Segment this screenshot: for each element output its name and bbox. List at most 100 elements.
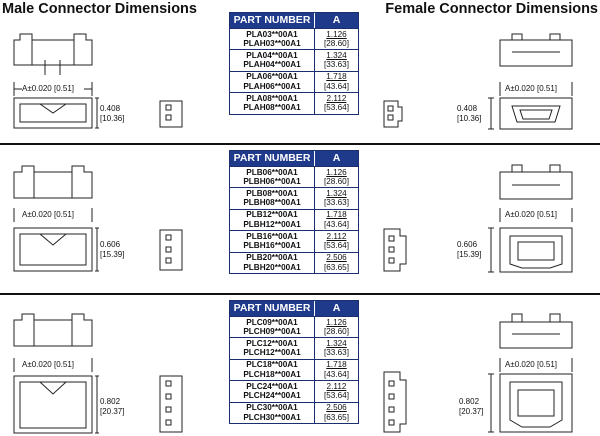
height-in-label-1: 0.408: [100, 104, 121, 113]
a-value-inches: 2.506: [326, 253, 347, 263]
a-value-inches: 2.112: [326, 231, 347, 241]
a-dim-label-2: A±0.020 [0.51]: [22, 210, 74, 219]
part-number: PLCH30**00A1: [243, 412, 301, 422]
female-a-dim-label-1: A±0.020 [0.51]: [505, 84, 557, 93]
female-title: Female Connector Dimensions: [385, 1, 598, 17]
a-value-inches: 1.126: [326, 167, 347, 177]
male-front-view-1: [14, 98, 99, 128]
a-dim-label-3: A±0.020 [0.51]: [22, 360, 74, 369]
a-value-inches: 1.126: [326, 29, 347, 39]
female-a-dim-label-3: A±0.020 [0.51]: [505, 360, 557, 369]
male-top-view-1: [14, 34, 92, 75]
part-number: PLC09**00A1: [246, 317, 298, 327]
part-number: PLAH04**00A1: [243, 60, 301, 70]
a-value-cell: 1.718[43.64]: [315, 210, 358, 230]
part-number: PLCH09**00A1: [243, 327, 301, 336]
a-value-mm: [43.64]: [323, 81, 350, 91]
height-mm-label-3: [20.37]: [100, 407, 125, 416]
a-value-inches: 1.718: [326, 72, 347, 82]
table-header: PART NUMBER A: [230, 13, 358, 28]
a-value-inches: 1.324: [326, 50, 347, 60]
a-value-mm: [63.65]: [323, 412, 350, 422]
a-value-inches: 2.112: [326, 381, 347, 391]
table-header: PART NUMBER A: [230, 301, 358, 316]
part-number: PLB06**00A1: [246, 167, 298, 177]
part-number: PLA08**00A1: [246, 93, 298, 103]
part-number: PLB12**00A1: [246, 210, 298, 220]
female-dim-line-a-1: [500, 82, 572, 96]
height-mm-label-2: [15.39]: [100, 250, 125, 259]
male-top-view-2: [14, 166, 92, 198]
part-number-header: PART NUMBER: [230, 13, 315, 28]
part-number: PLC12**00A1: [246, 338, 298, 348]
a-value-mm: [53.64]: [323, 103, 350, 113]
a-value-mm: [28.60]: [323, 327, 350, 336]
a-value-mm: [63.65]: [323, 262, 350, 272]
female-front-view-3: [488, 374, 572, 432]
female-height-in-label-1: 0.408: [457, 104, 478, 113]
a-value-mm: [43.64]: [323, 369, 350, 379]
a-value-mm: [33.63]: [323, 348, 350, 358]
a-value-cell: 1.126[28.60]: [315, 167, 358, 187]
female-side-view-1: [384, 101, 402, 127]
part-number: PLBH16**00A1: [243, 241, 301, 251]
male-side-view-3: [160, 376, 182, 432]
female-front-view-2: [488, 228, 572, 272]
part-number: PLAH06**00A1: [243, 81, 301, 91]
part-number: PLCH18**00A1: [243, 369, 301, 379]
part-number: PLC18**00A1: [246, 360, 298, 370]
part-number: PLBH06**00A1: [243, 177, 301, 186]
male-front-view-2: [14, 228, 99, 271]
female-height-mm-label-2: [15.39]: [457, 250, 482, 259]
part-number-header: PART NUMBER: [230, 301, 315, 316]
a-value-inches: 1.718: [326, 360, 347, 370]
part-number: PLC24**00A1: [246, 381, 298, 391]
female-height-mm-label-3: [20.37]: [459, 407, 484, 416]
a-value-cell: 2.112[53.64]: [315, 381, 358, 401]
a-value-cell: 1.718[43.64]: [315, 72, 358, 92]
a-value-cell: 2.506[63.65]: [315, 403, 358, 423]
a-value-cell: 2.506[63.65]: [315, 253, 358, 273]
a-value-cell: 1.324[33.63]: [315, 338, 358, 358]
a-value-cell: 1.126[28.60]: [315, 29, 358, 49]
female-top-view-2: [500, 165, 572, 199]
female-side-view-2: [384, 229, 406, 271]
a-value-cell: 2.112[53.64]: [315, 231, 358, 251]
a-header: A: [332, 302, 341, 314]
part-number: PLAH03**00A1: [243, 39, 301, 48]
dim-line-a-1: [14, 82, 92, 96]
a-value-mm: [53.64]: [323, 241, 350, 251]
part-number: PLCH12**00A1: [243, 348, 301, 358]
table-header: PART NUMBER A: [230, 151, 358, 166]
height-in-label-3: 0.802: [100, 397, 121, 406]
a-value-mm: [53.64]: [323, 391, 350, 401]
a-value-cell: 2.112[53.64]: [315, 93, 358, 113]
female-top-view-1: [500, 34, 572, 66]
height-in-label-2: 0.606: [100, 240, 121, 249]
part-number: PLAH08**00A1: [243, 103, 301, 113]
female-a-dim-label-2: A±0.020 [0.51]: [505, 210, 557, 219]
a-header: A: [332, 14, 341, 26]
male-top-view-3: [14, 314, 92, 346]
